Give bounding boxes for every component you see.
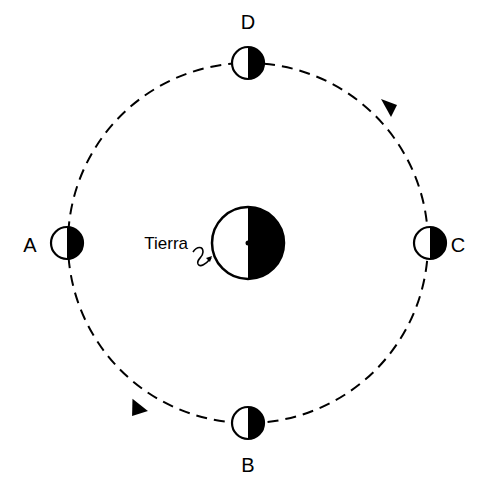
earth-symbol — [212, 207, 284, 279]
moon-symbol — [232, 47, 264, 79]
position-letter: D — [241, 12, 255, 32]
position-letter: A — [23, 235, 36, 255]
earth-label: Tierra — [144, 235, 188, 252]
orbit-arrow — [381, 99, 397, 117]
moon-symbol — [414, 227, 446, 259]
position-letter: C — [451, 235, 465, 255]
orbit-arrow — [130, 399, 149, 418]
leader-arrow — [206, 256, 212, 262]
orbit-path — [68, 63, 428, 423]
moon-symbol — [232, 407, 264, 439]
leader-line — [193, 248, 211, 266]
moon-symbol — [51, 227, 83, 259]
position-letter: B — [241, 455, 254, 475]
